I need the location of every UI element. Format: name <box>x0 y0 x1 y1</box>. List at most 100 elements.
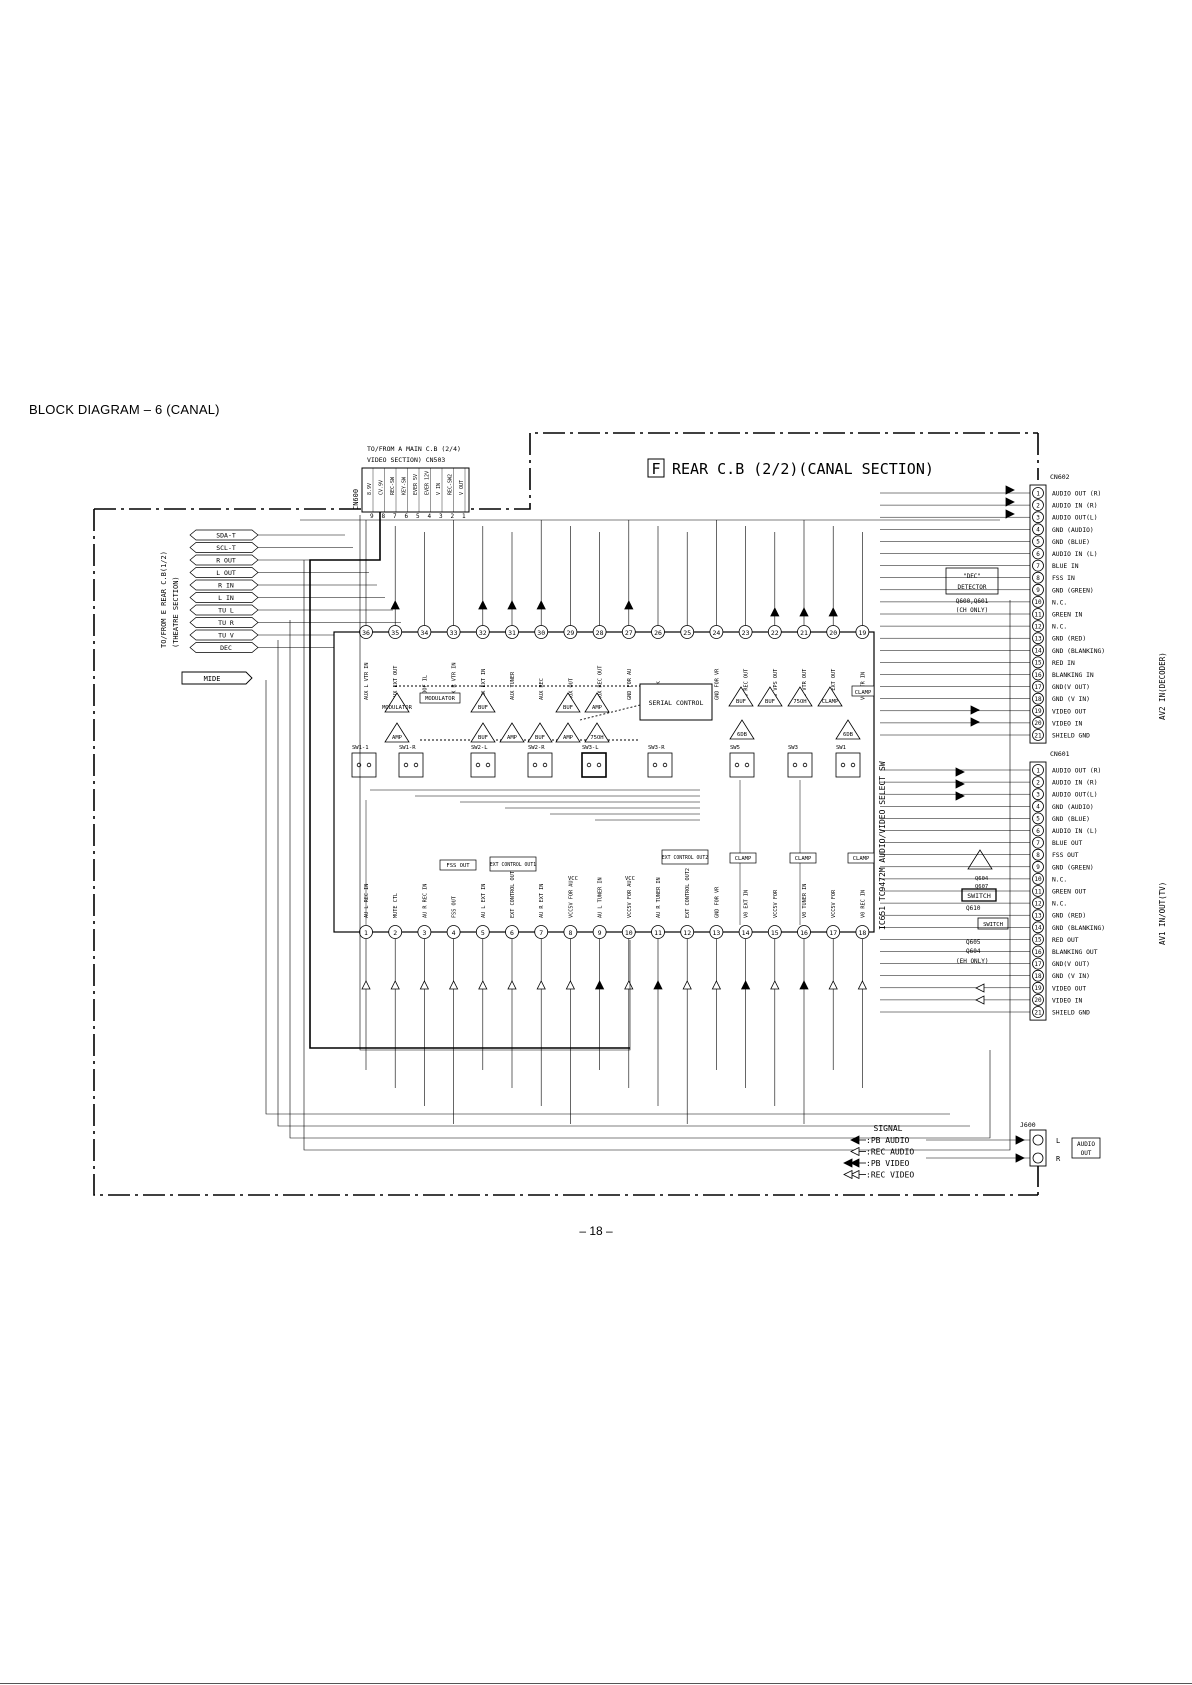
cn602-pin-circle <box>1032 668 1044 681</box>
inner-amplifier <box>817 686 843 707</box>
bottom-pin-arrow <box>857 980 868 990</box>
inner-amplifier <box>757 686 783 707</box>
cn601-pin-name: GND (V IN) <box>1052 973 1090 980</box>
page-number: – 18 – <box>579 1224 613 1238</box>
cn602-label: CN602 <box>1050 473 1070 481</box>
cn601-pin-circle <box>1032 933 1044 946</box>
bottom-pin-circle <box>592 925 607 939</box>
cn601-pin-circle <box>1032 1006 1044 1018</box>
cn602-pin-number: 11 <box>1034 611 1042 618</box>
top-pin-circle <box>680 625 695 639</box>
bottom-pin-circle <box>359 925 373 939</box>
fss-out-label: FSS OUT <box>446 863 470 869</box>
cn600-pin-name: REC-SW2 <box>448 474 454 495</box>
top-pin-circle <box>738 625 753 639</box>
cn600-pin-name: CV.9V <box>379 480 385 495</box>
j600-pin-r <box>1032 1152 1044 1164</box>
serial-control-block <box>639 683 713 721</box>
cn601-pin-number: 15 <box>1034 937 1042 944</box>
ext-control-1-label: EXT CONTROL OUT1 <box>490 862 536 868</box>
bottom-pin-name: AU R EXT IN <box>539 884 545 918</box>
inner-amplifier <box>555 722 581 743</box>
clamp-label: CLAMP <box>853 856 870 862</box>
bottom-pin-name: VCC5V FOR AU <box>568 881 574 918</box>
switch-contact <box>475 762 481 768</box>
bottom-pin-name: AU R TUNER IN <box>656 877 662 918</box>
switch-contact <box>596 762 602 768</box>
cn602-pin-circle <box>1032 523 1044 536</box>
cn602-pin-number: 12 <box>1034 623 1042 630</box>
top-pin-number: 33 <box>450 629 458 637</box>
switch-contact <box>802 762 808 768</box>
cn600-pin-number: 2 <box>451 513 455 520</box>
cn602-pin-name: AUDIO IN (L) <box>1052 551 1098 558</box>
switch-contact <box>366 762 372 768</box>
cn602-pin-name: SHIELD GND <box>1052 733 1090 740</box>
j600-label: J600 <box>1020 1121 1036 1129</box>
cn601-pin-name: GND (BLANKING) <box>1052 925 1105 932</box>
amp-label: MODULATOR <box>382 705 412 711</box>
mode-tag <box>181 671 253 685</box>
left-signal-name: SCL-T <box>216 544 236 552</box>
legend-item: :PB AUDIO <box>866 1136 910 1145</box>
amp-label: AMP <box>563 735 574 741</box>
top-pin-name: GND FOR VR <box>714 668 720 700</box>
long-wire <box>359 515 631 1051</box>
top-pin-circle <box>359 625 373 639</box>
legend-arrow <box>850 1146 860 1157</box>
cn601-pin-circle <box>1032 921 1044 934</box>
top-pin-number: 31 <box>508 629 516 637</box>
cn602-pin-name: GND (V IN) <box>1052 696 1090 703</box>
connector-arrow <box>975 983 985 993</box>
clamp-block-top <box>851 685 875 697</box>
switch-block <box>527 752 553 778</box>
cn601-pin-number: 20 <box>1034 997 1042 1004</box>
q607-label: Q607 <box>975 884 988 890</box>
j600-pin-name: R <box>1056 1155 1061 1163</box>
bottom-pin-number: 1 <box>364 929 368 937</box>
inner-amplifier <box>584 722 610 743</box>
connector-arrow <box>1005 509 1015 519</box>
bottom-pin-circle <box>534 925 549 939</box>
top-pin-arrow <box>828 607 838 617</box>
long-wire <box>303 560 1011 1151</box>
cn600-pin-name: KEY-SW <box>402 476 408 495</box>
bottom-pin-arrow <box>419 980 430 990</box>
cn601-pin-name: SHIELD GND <box>1052 1010 1090 1017</box>
cn600-label: CN600 <box>352 489 360 510</box>
cn602-pin-circle <box>1032 692 1044 705</box>
cn601-pin-number: 18 <box>1034 973 1042 980</box>
connector-arrow <box>955 791 965 801</box>
cn601-pin-circle <box>1032 897 1044 909</box>
cn600-pin-name: V IN <box>436 483 442 495</box>
vcc-label: VCC <box>625 876 635 882</box>
cn602-pin-circle <box>1032 704 1044 717</box>
long-wire <box>265 680 950 1115</box>
left-header2: (THEATRE SECTION) <box>172 576 180 648</box>
connector-arrow <box>955 767 965 777</box>
top-pin-name: AUX REC <box>539 678 545 700</box>
inner-amplifier <box>835 719 861 740</box>
bottom-pin-number: 11 <box>654 929 662 937</box>
switch-q605-block <box>977 917 1009 930</box>
cn602-pin-circle <box>1032 487 1044 499</box>
connector-arrow <box>955 779 965 789</box>
cn601-pin-number: 6 <box>1036 828 1040 835</box>
switch-block <box>835 752 861 778</box>
cn602-pin-name: GND (RED) <box>1052 636 1086 643</box>
dec-detector-label: (CH ONLY) <box>956 607 989 614</box>
switch-block <box>647 752 673 778</box>
cn601-pin-number: 21 <box>1034 1009 1042 1016</box>
switch-label: SW1-R <box>399 745 416 751</box>
cn602-pin-name: VIDEO OUT <box>1052 708 1086 715</box>
top-pin-number: 34 <box>420 629 428 637</box>
cn601-pin-circle <box>1032 885 1044 897</box>
switch-label: SW2-L <box>471 745 488 751</box>
q610-label: Q610 <box>966 905 981 912</box>
eh-only-label: (EH ONLY) <box>956 958 989 965</box>
cn601-pin-number: 13 <box>1034 913 1042 920</box>
cn602-pin-circle <box>1032 729 1044 741</box>
cn601-pin-name: BLUE OUT <box>1052 840 1083 847</box>
bottom-pin-circle <box>797 925 811 939</box>
